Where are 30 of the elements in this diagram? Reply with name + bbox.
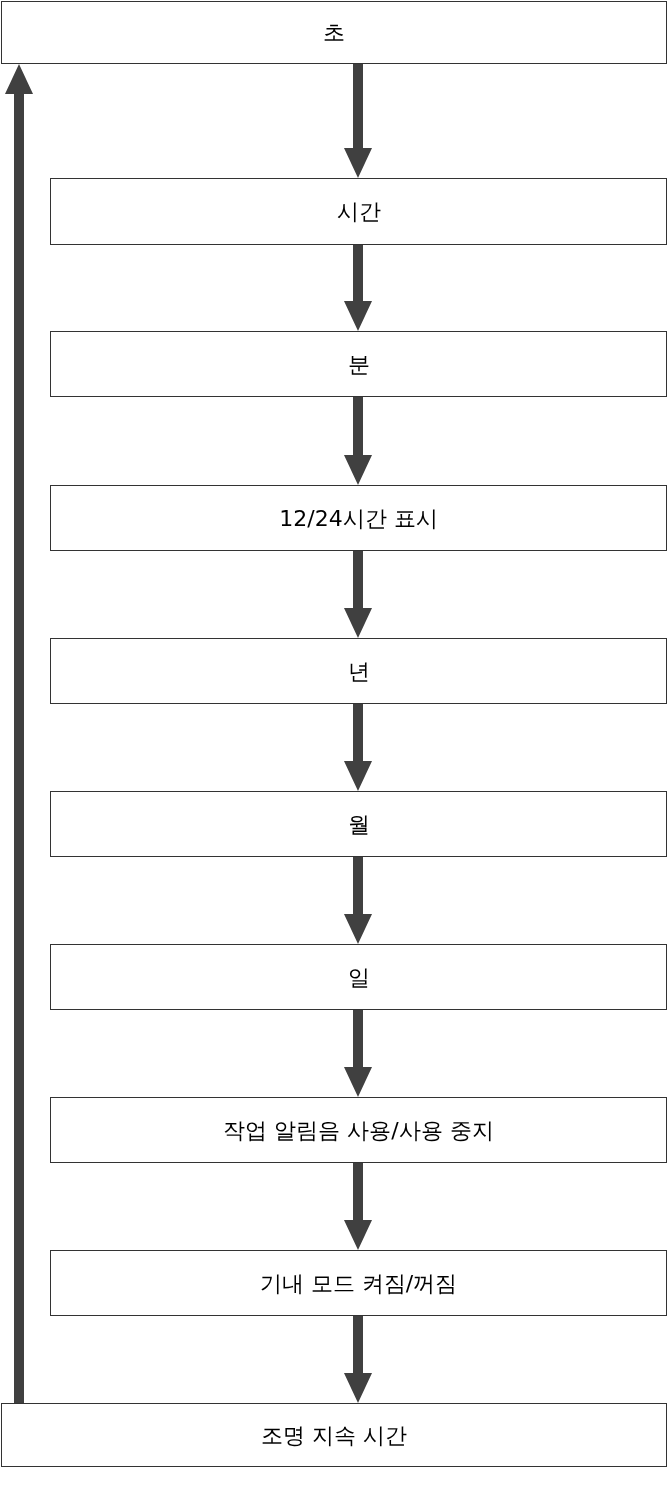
arrow xyxy=(344,64,372,178)
arrow xyxy=(344,857,372,944)
step-box xyxy=(50,638,667,704)
arrow xyxy=(5,64,33,1403)
step-label: 작업 알림음 사용/사용 중지 xyxy=(223,1116,494,1145)
step-label: 조명 지속 시간 xyxy=(261,1421,407,1450)
arrow xyxy=(344,1316,372,1403)
arrow xyxy=(344,397,372,485)
arrow xyxy=(344,1010,372,1097)
arrow xyxy=(344,704,372,791)
step-label: 일 xyxy=(347,963,370,992)
step-box xyxy=(1,1403,667,1467)
step-label: 월 xyxy=(347,810,370,839)
step-box xyxy=(50,331,667,397)
step-label: 12/24시간 표시 xyxy=(279,504,438,533)
step-label: 초 xyxy=(323,19,345,47)
step-label: 분 xyxy=(347,350,370,379)
step-label: 기내 모드 켜짐/꺼짐 xyxy=(259,1269,458,1298)
step-box xyxy=(50,1250,667,1316)
arrow xyxy=(344,551,372,638)
step-box xyxy=(1,1,667,64)
step-box xyxy=(50,944,667,1010)
step-label: 시간 xyxy=(336,198,381,226)
step-box xyxy=(50,485,667,551)
step-box xyxy=(50,178,667,245)
step-box xyxy=(50,791,667,857)
step-label: 년 xyxy=(347,657,370,686)
arrow xyxy=(344,1163,372,1250)
arrow xyxy=(344,245,372,331)
step-box xyxy=(50,1097,667,1163)
